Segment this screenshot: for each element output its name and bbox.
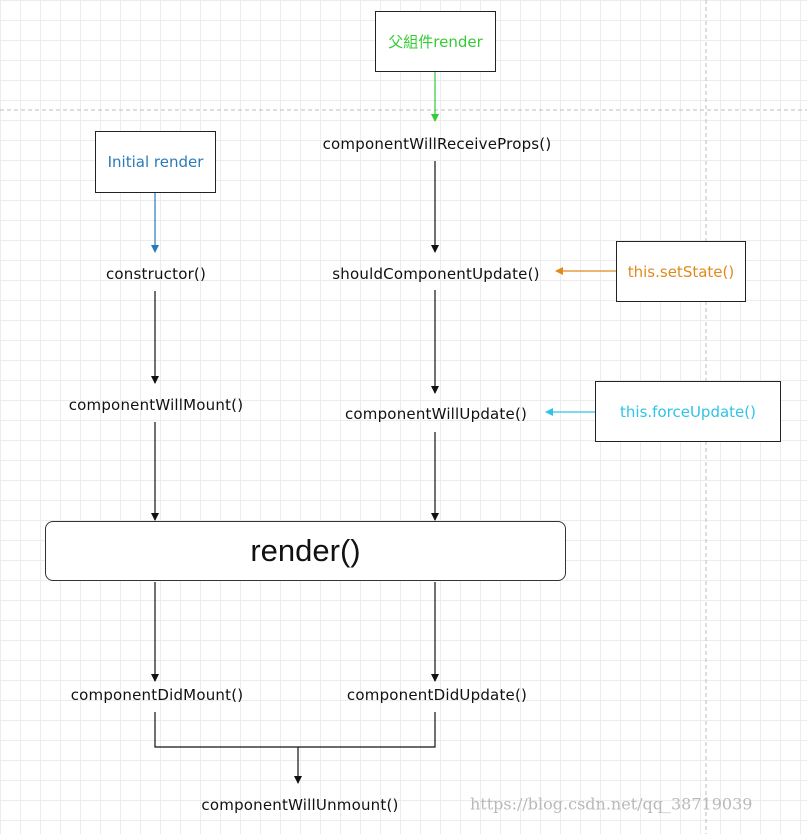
initial-render-label: Initial render — [107, 153, 204, 171]
parent-render-label: 父組件render — [388, 33, 483, 51]
render-box: render() — [45, 521, 566, 581]
method-will-mount: componentWillMount() — [68, 396, 244, 414]
method-constructor: constructor() — [105, 265, 207, 283]
method-render: render() — [250, 533, 361, 568]
set-state-box: this.setState() — [616, 241, 746, 302]
method-did-mount: componentDidMount() — [70, 686, 244, 704]
method-will-update: componentWillUpdate() — [344, 405, 528, 423]
initial-render-box: Initial render — [95, 131, 216, 193]
force-update-label: this.forceUpdate() — [620, 402, 756, 421]
method-will-unmount: componentWillUnmount() — [201, 796, 399, 814]
force-update-box: this.forceUpdate() — [595, 381, 781, 442]
watermark-text: https://blog.csdn.net/qq_38719039 — [470, 794, 753, 814]
method-should-update: shouldComponentUpdate() — [332, 265, 540, 283]
set-state-label: this.setState() — [627, 262, 735, 281]
parent-render-box: 父組件render — [375, 11, 496, 72]
connector-mount-update-join — [154, 712, 436, 748]
method-will-receive-props: componentWillReceiveProps() — [322, 135, 552, 153]
method-did-update: componentDidUpdate() — [346, 686, 528, 704]
